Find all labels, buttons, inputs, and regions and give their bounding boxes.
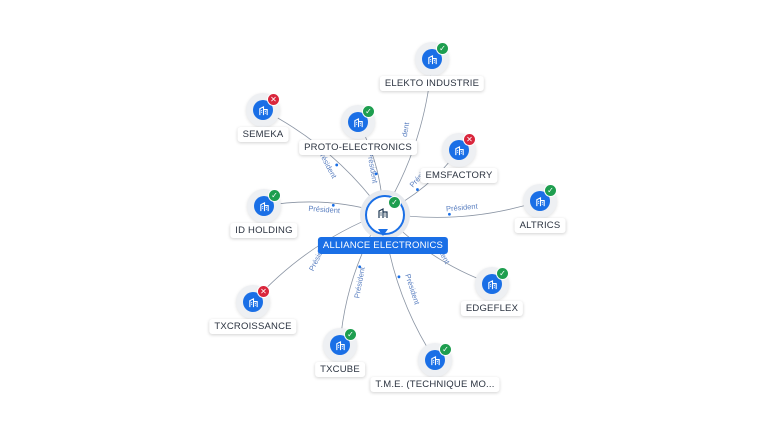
building-icon xyxy=(422,49,442,69)
building-icon xyxy=(482,274,502,294)
building-icon xyxy=(254,196,274,216)
building-icon xyxy=(373,203,393,223)
inactive-cross-icon: ✕ xyxy=(267,93,280,106)
inactive-cross-icon: ✕ xyxy=(257,285,270,298)
edge-arrow-icon xyxy=(335,163,339,167)
edge-label-proto: Président xyxy=(365,151,380,185)
active-check-icon: ✓ xyxy=(268,189,281,202)
edge-arrow-icon xyxy=(397,275,401,279)
edge-arrow-icon xyxy=(331,203,335,207)
edge-label-tme: Président xyxy=(403,273,422,307)
building-icon xyxy=(425,350,445,370)
building-icon xyxy=(253,100,273,120)
edge-arrow-icon xyxy=(416,188,419,191)
company-node-label[interactable]: T.M.E. (TECHNIQUE MO... xyxy=(370,377,500,392)
active-check-icon: ✓ xyxy=(496,267,509,280)
building-icon xyxy=(449,140,469,160)
building-icon xyxy=(530,191,550,211)
company-node-label[interactable]: PROTO-ELECTRONICS xyxy=(299,140,417,155)
active-check-icon: ✓ xyxy=(362,105,375,118)
active-check-icon: ✓ xyxy=(439,343,452,356)
building-icon xyxy=(243,292,263,312)
edge-label-txcube: Président xyxy=(352,265,367,299)
edge-label-elekto: dent xyxy=(400,121,412,138)
edge-arrow-icon xyxy=(358,265,362,269)
company-node-label[interactable]: ELEKTO INDUSTRIE xyxy=(379,76,485,91)
active-check-icon: ✓ xyxy=(436,42,449,55)
active-check-icon: ✓ xyxy=(344,328,357,341)
company-node-label[interactable]: TXCROISSANCE xyxy=(209,319,297,334)
pin-pointer xyxy=(378,229,388,236)
edge-arrow-icon xyxy=(448,212,451,216)
company-node-label[interactable]: EMSFACTORY xyxy=(420,168,498,183)
center-node-label[interactable]: ALLIANCE ELECTRONICS xyxy=(317,237,449,254)
company-node-label[interactable]: EDGEFLEX xyxy=(460,301,524,316)
company-node-label[interactable]: TXCUBE xyxy=(315,362,365,377)
edge-label-idholding: Président xyxy=(308,204,341,215)
edge-arrow-icon xyxy=(374,172,378,176)
active-check-icon: ✓ xyxy=(388,196,401,209)
building-icon xyxy=(330,335,350,355)
company-node-label[interactable]: SEMEKA xyxy=(237,127,289,142)
company-node-label[interactable]: ALTRICS xyxy=(514,218,566,233)
company-node-label[interactable]: ID HOLDING xyxy=(230,223,298,238)
active-check-icon: ✓ xyxy=(544,184,557,197)
edge-label-altrics: Président xyxy=(446,202,479,214)
building-icon xyxy=(348,112,368,132)
inactive-cross-icon: ✕ xyxy=(463,133,476,146)
